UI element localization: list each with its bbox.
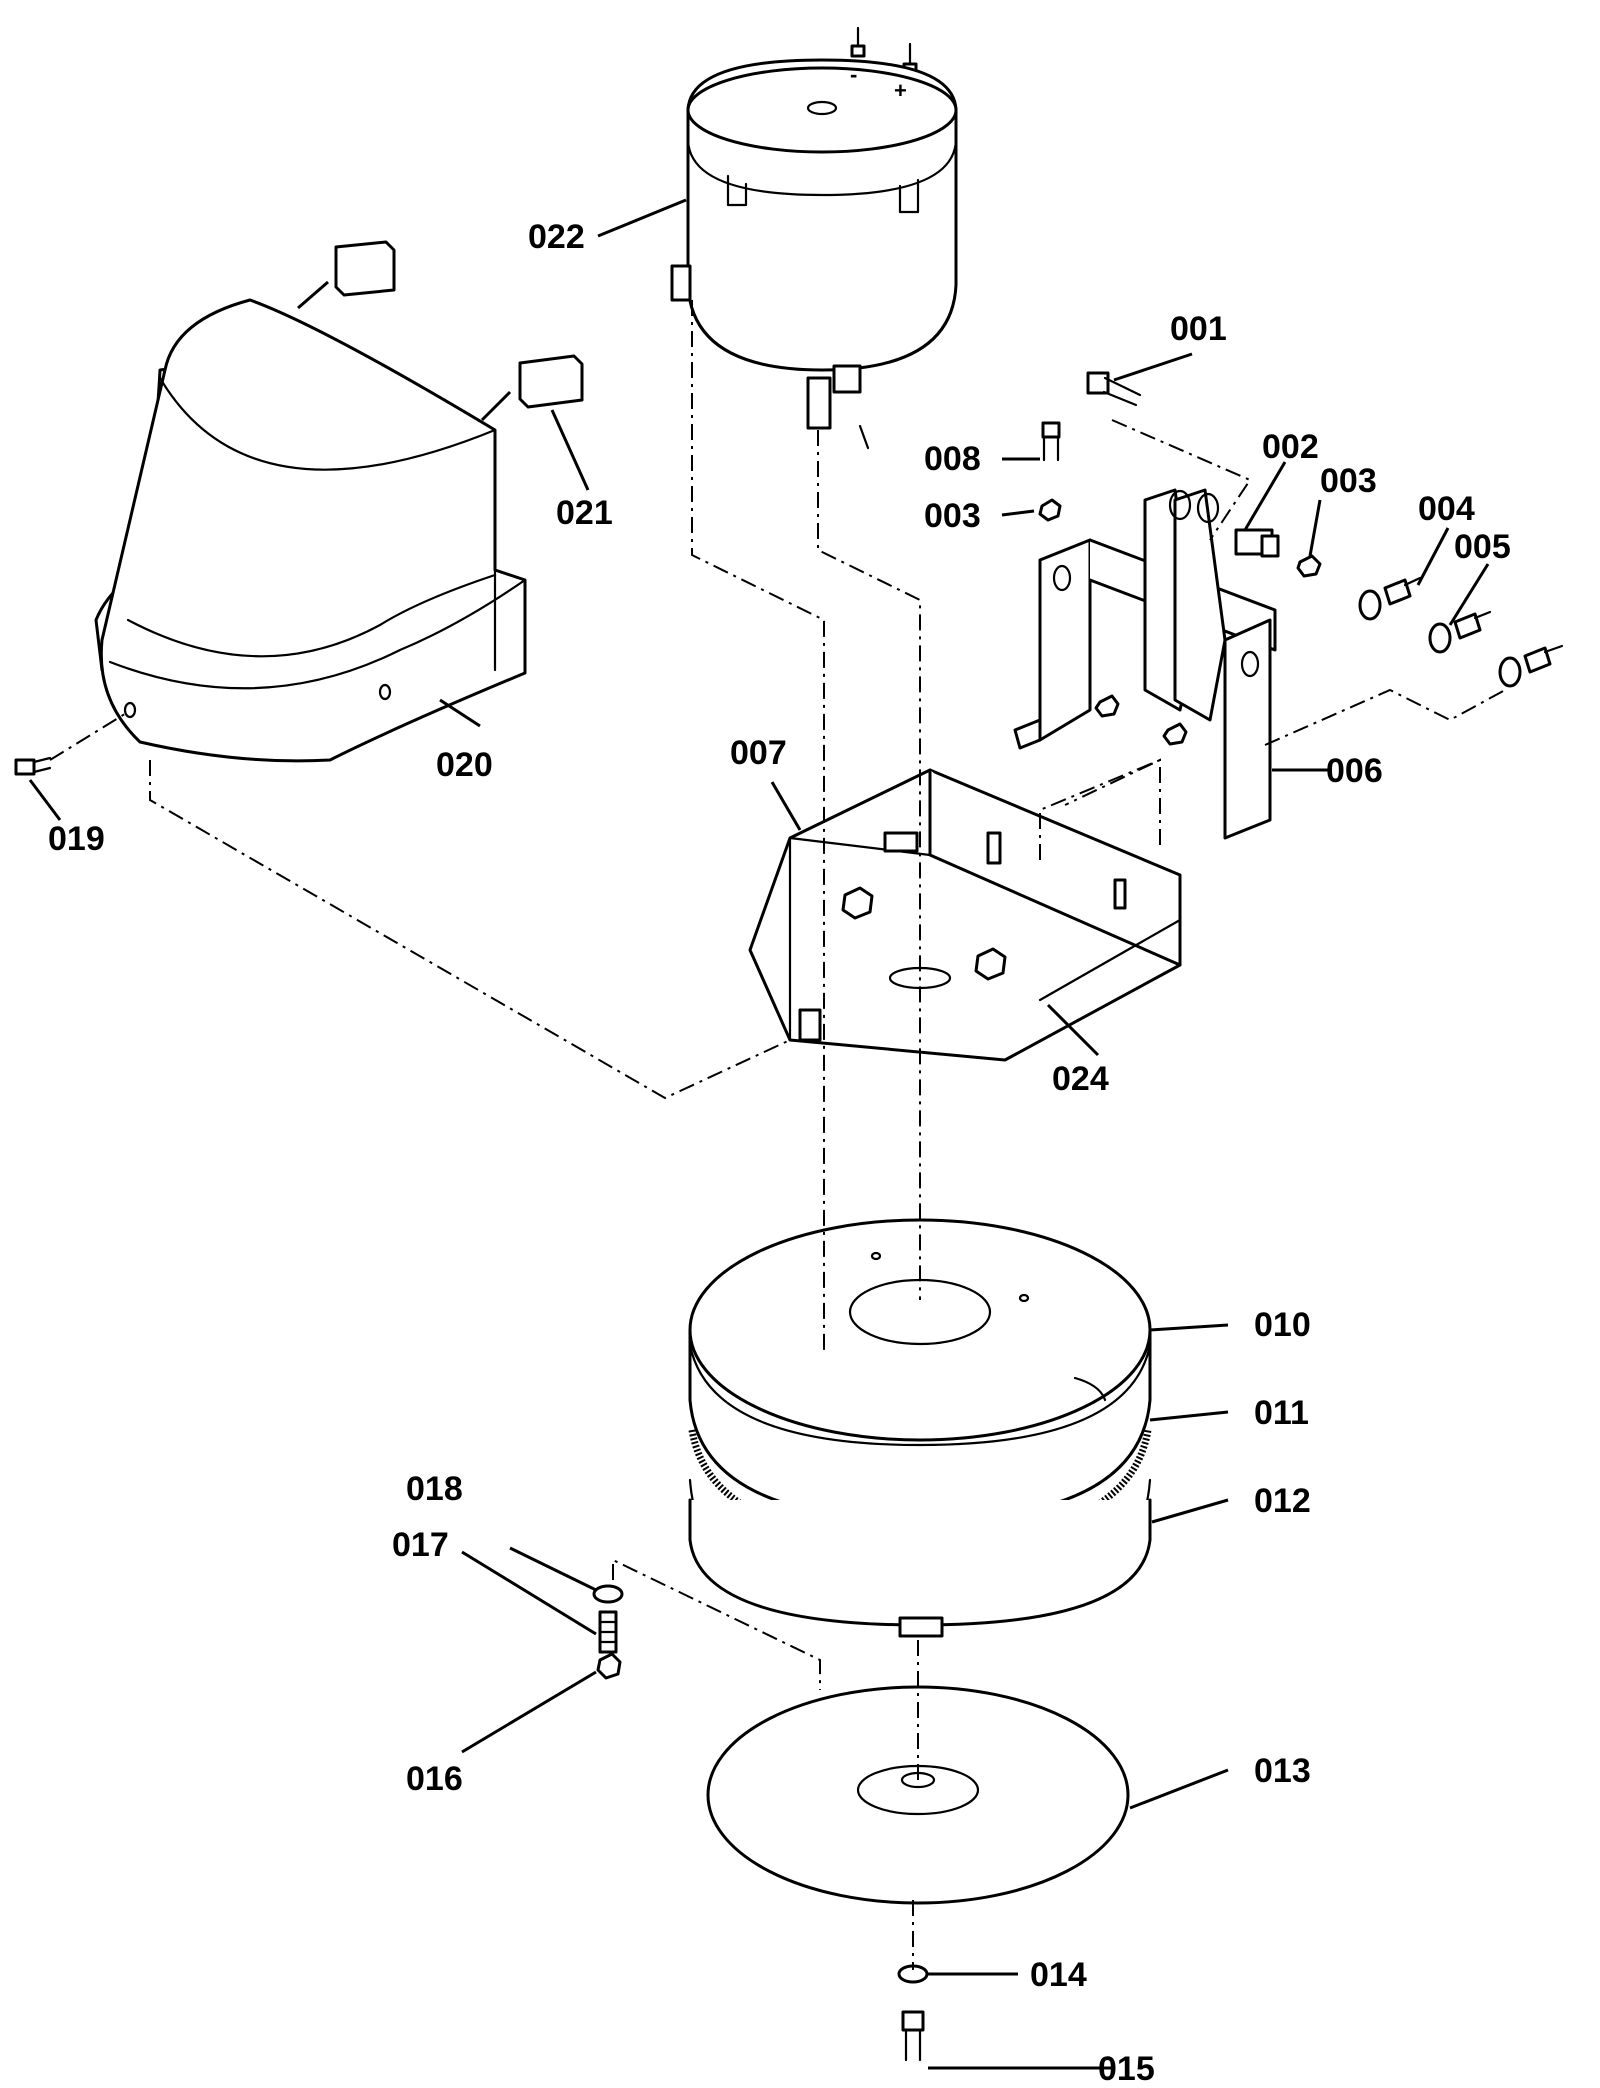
leader-lines <box>28 198 1490 2070</box>
hardware-small-parts <box>1038 371 1564 688</box>
motor-022: - + <box>670 26 958 450</box>
callout-014: 014 <box>1030 1956 1087 1994</box>
assembly-lines <box>49 300 1506 1970</box>
callout-004: 004 <box>1418 490 1475 528</box>
terminal-minus-label: - <box>850 62 857 87</box>
bottom-hardware <box>897 1964 929 2062</box>
callout-018: 018 <box>406 1470 463 1508</box>
callout-024: 024 <box>1052 1060 1109 1098</box>
callout-003-left: 003 <box>924 497 981 535</box>
callout-022: 022 <box>528 218 585 256</box>
callout-010: 010 <box>1254 1306 1311 1344</box>
callout-labels: 001 002 003 003 004 005 006 007 008 010 … <box>48 218 1511 2088</box>
bracket-006 <box>1013 488 1277 840</box>
callout-008: 008 <box>924 440 981 478</box>
pad-driver-013 <box>706 1685 1130 1905</box>
callout-011: 011 <box>1254 1394 1309 1432</box>
pads-021 <box>334 240 584 409</box>
callout-013: 013 <box>1254 1752 1311 1790</box>
cover-020 <box>94 298 527 763</box>
terminal-plus-label: + <box>894 78 907 103</box>
callout-017: 017 <box>392 1526 449 1564</box>
callout-005: 005 <box>1454 528 1511 566</box>
callout-001: 001 <box>1170 310 1227 348</box>
callout-016: 016 <box>406 1760 463 1798</box>
callout-021: 021 <box>556 494 613 532</box>
callout-003-right: 003 <box>1320 462 1377 500</box>
callout-020: 020 <box>436 746 493 784</box>
callout-006: 006 <box>1326 752 1383 790</box>
callout-002: 002 <box>1262 428 1319 466</box>
callout-015: 015 <box>1098 2050 1155 2088</box>
brush-housing-assembly <box>688 1218 1152 1638</box>
callout-019: 019 <box>48 820 105 858</box>
callout-012: 012 <box>1254 1482 1311 1520</box>
callout-007: 007 <box>730 734 787 772</box>
spring-hardware <box>14 756 624 1680</box>
base-tray-007 <box>748 768 1182 1062</box>
